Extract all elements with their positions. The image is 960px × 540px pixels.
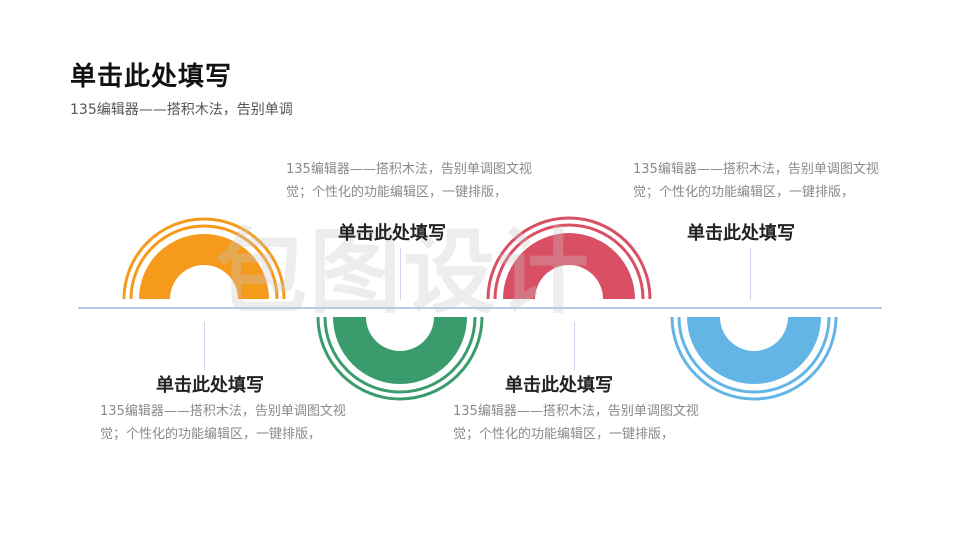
- step-2-arc-band: [333, 317, 467, 384]
- step-4-heading[interactable]: 单击此处填写: [687, 223, 795, 244]
- step-3-arc-outer-ring: [486, 216, 652, 300]
- step-1-arc-band: [139, 234, 269, 299]
- step-1-arc-inner-ring: [129, 224, 279, 300]
- step-1-arc-outer-ring: [122, 217, 286, 300]
- step-1-heading[interactable]: 单击此处填写: [156, 375, 264, 396]
- step-2-arc[interactable]: [316, 316, 484, 401]
- step-2-heading[interactable]: 单击此处填写: [338, 223, 446, 244]
- step-2-label[interactable]: 单击: [382, 323, 418, 344]
- step-3-arc-inner-ring: [493, 223, 645, 300]
- step-4-label[interactable]: 单击: [736, 323, 772, 344]
- step-2-arc-inner-ring: [323, 316, 477, 394]
- step-1-label[interactable]: 单击: [186, 280, 222, 301]
- step-4-arc-band: [687, 317, 821, 384]
- step-3-arc[interactable]: [486, 216, 652, 300]
- step-4-arc[interactable]: [670, 316, 838, 401]
- page-title[interactable]: 单击此处填写: [70, 62, 233, 92]
- page-subtitle[interactable]: 135编辑器——搭积木法，告别单调: [70, 102, 293, 118]
- step-4-arc-inner-ring: [677, 316, 831, 394]
- step-1-description[interactable]: 135编辑器——搭积木法，告别单调图文视觉；个性化的功能编辑区，一键排版，: [100, 404, 346, 442]
- timeline-line: [78, 307, 882, 309]
- step-4-arc-outer-ring: [670, 316, 838, 401]
- connector-step-4: [750, 248, 751, 300]
- connector-step-3: [574, 322, 575, 370]
- step-1-arc[interactable]: [122, 217, 286, 300]
- step-2-description[interactable]: 135编辑器——搭积木法，告别单调图文视觉；个性化的功能编辑区，一键排版，: [286, 162, 532, 200]
- step-2-arc-outer-ring: [316, 316, 484, 401]
- step-3-arc-band: [503, 233, 635, 299]
- step-4-description[interactable]: 135编辑器——搭积木法，告别单调图文视觉；个性化的功能编辑区，一键排版，: [633, 162, 879, 200]
- step-3-heading[interactable]: 单击此处填写: [505, 375, 613, 396]
- watermark: 包图设计: [215, 219, 592, 326]
- step-3-label[interactable]: 单击: [551, 280, 587, 301]
- connector-step-1: [204, 322, 205, 370]
- connector-step-2: [400, 248, 401, 300]
- step-3-description[interactable]: 135编辑器——搭积木法，告别单调图文视觉；个性化的功能编辑区，一键排版，: [453, 404, 699, 442]
